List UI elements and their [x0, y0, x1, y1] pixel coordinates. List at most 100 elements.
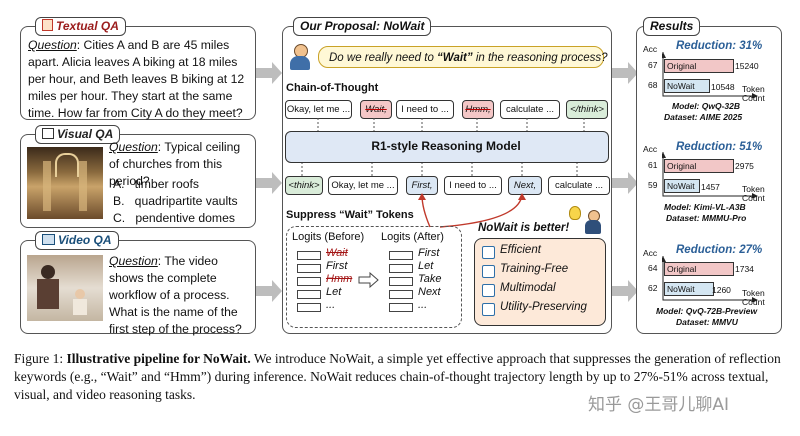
- token-label-3: Token: [742, 288, 765, 298]
- bottom-token-2: Okay, let me ...: [328, 176, 398, 195]
- suppress-label: Suppress “Wait” Tokens: [286, 209, 414, 221]
- image-icon: [42, 128, 54, 139]
- logit-before-3: Hmm: [326, 273, 353, 285]
- logit-bar-before-5: [297, 303, 321, 312]
- logit-after-3: Take: [418, 273, 442, 285]
- acc-label-3: Acc: [643, 248, 658, 258]
- logit-before-4: Let: [326, 286, 342, 298]
- now-bar-3: NoWait: [664, 282, 714, 296]
- logit-bar-before-4: [297, 290, 321, 299]
- check-icon: [482, 265, 495, 278]
- axes-1: [662, 52, 758, 98]
- bottom-token-6: calculate ...: [548, 176, 610, 195]
- now-count-3: 1260: [712, 285, 731, 295]
- orig-acc-3: 64: [648, 263, 658, 273]
- bottom-token-next: Next,: [508, 176, 542, 195]
- logit-bar-before-1: [297, 251, 321, 260]
- reasoning-model-box: [285, 131, 609, 163]
- watermark: 知乎 @王哥儿聊AI: [588, 395, 730, 415]
- logit-bar-before-2: [297, 264, 321, 273]
- document-icon: [42, 19, 53, 31]
- acc-label-1: Acc: [643, 44, 658, 54]
- logit-after-1: First: [418, 247, 440, 259]
- orig-count-2: 2975: [735, 161, 754, 171]
- model-1: Model: QwQ-32B: [672, 101, 741, 111]
- model-2: Model: Kimi-VL-A3B: [664, 202, 746, 212]
- visual-option-b: B. quadripartite vaults: [113, 194, 238, 208]
- check-icon: [482, 246, 495, 259]
- textual-qa-title: Textual QA: [35, 17, 126, 36]
- benefit-multimodal: Multimodal: [500, 282, 556, 294]
- question-bubble: Do we really need to “Wait” in the reaso…: [318, 46, 608, 68]
- now-count-1: 10548: [711, 82, 735, 92]
- better-label: NoWait is better!: [478, 222, 570, 234]
- logit-bar-before-3: [297, 277, 321, 286]
- orig-acc-1: 67: [648, 60, 658, 70]
- orig-count-1: 15240: [735, 61, 759, 71]
- axes-3: [662, 256, 758, 302]
- token-label-2: Token: [742, 184, 765, 194]
- orig-acc-2: 61: [648, 160, 658, 170]
- logits-arrow: [358, 272, 379, 288]
- benefits-box: [474, 238, 606, 326]
- logit-before-2: First: [326, 260, 348, 272]
- reduction-1: Reduction: 31%: [676, 40, 763, 52]
- church-image: [27, 147, 103, 219]
- orig-bar-3: Original: [664, 262, 734, 276]
- results-title: Results: [643, 17, 701, 36]
- logit-bar-after-5: [389, 303, 413, 312]
- video-icon: [42, 234, 55, 245]
- now-count-2: 1457: [701, 182, 720, 192]
- video-qa-title: Video QA: [35, 231, 119, 250]
- logit-before-1: Wait: [326, 247, 348, 259]
- teacher-icon: [583, 210, 603, 236]
- benefit-utility: Utility-Preserving: [500, 301, 587, 313]
- now-bar-2: NoWait: [664, 179, 700, 193]
- top-token-1: Okay, let me ...: [285, 100, 352, 119]
- top-token-wait: Wait,: [360, 100, 392, 119]
- model-3: Model: QvQ-72B-Preview: [656, 306, 758, 316]
- textual-question: Question: Cities A and B are 45 miles ap…: [28, 38, 245, 120]
- logit-after-4: Next: [418, 286, 441, 298]
- check-icon: [482, 303, 495, 316]
- orig-bar-1: Original: [664, 59, 734, 73]
- now-acc-1: 68: [648, 80, 658, 90]
- logit-after-2: Let: [418, 260, 434, 272]
- flow-arrows-left: [256, 62, 282, 302]
- benefit-training-free: Training-Free: [500, 263, 569, 275]
- benefit-efficient: Efficient: [500, 244, 541, 256]
- orig-bar-2: Original: [664, 159, 734, 173]
- person-icon: [288, 44, 312, 72]
- top-token-5: calculate ...: [500, 100, 560, 119]
- lightbulb-icon: [569, 206, 581, 220]
- red-feedback-arrows: [418, 193, 526, 228]
- check-icon: [482, 284, 495, 297]
- now-acc-2: 59: [648, 180, 658, 190]
- count-label-1: Count: [742, 93, 765, 103]
- orig-count-3: 1734: [735, 264, 754, 274]
- bottom-token-think: <think>: [285, 176, 323, 195]
- logit-before-5: ...: [326, 299, 336, 311]
- reasoning-model-label: R1-style Reasoning Model: [371, 139, 521, 153]
- logit-bar-after-4: [389, 290, 413, 299]
- visual-qa-panel: Visual QA Question: Typical ceiling of c…: [20, 125, 256, 228]
- video-question: Question: The video shows the complete w…: [109, 254, 242, 336]
- bottom-token-4: I need to ...: [444, 176, 502, 195]
- count-label-3: Count: [742, 297, 765, 307]
- reduction-3: Reduction: 27%: [676, 244, 763, 256]
- logits-box: [286, 226, 462, 328]
- reduction-2: Reduction: 51%: [676, 141, 763, 153]
- logit-bar-after-2: [389, 264, 413, 273]
- token-label-1: Token: [742, 84, 765, 94]
- visual-qa-title: Visual QA: [35, 125, 121, 144]
- count-label-2: Count: [742, 193, 765, 203]
- visual-option-a: A. timber roofs: [113, 177, 200, 191]
- top-token-end: </think>: [566, 100, 608, 119]
- nowait-title: Our Proposal: NoWait: [293, 17, 432, 36]
- figure-caption: Figure 1: Illustrative pipeline for NoWa…: [14, 351, 781, 402]
- textual-qa-panel: Textual QA Question: Cities A and B are …: [20, 17, 256, 120]
- logit-bar-after-3: [389, 277, 413, 286]
- now-acc-3: 62: [648, 283, 658, 293]
- logits-before-label: Logits (Before): [292, 231, 365, 243]
- dataset-3: Dataset: MMVU: [676, 317, 738, 327]
